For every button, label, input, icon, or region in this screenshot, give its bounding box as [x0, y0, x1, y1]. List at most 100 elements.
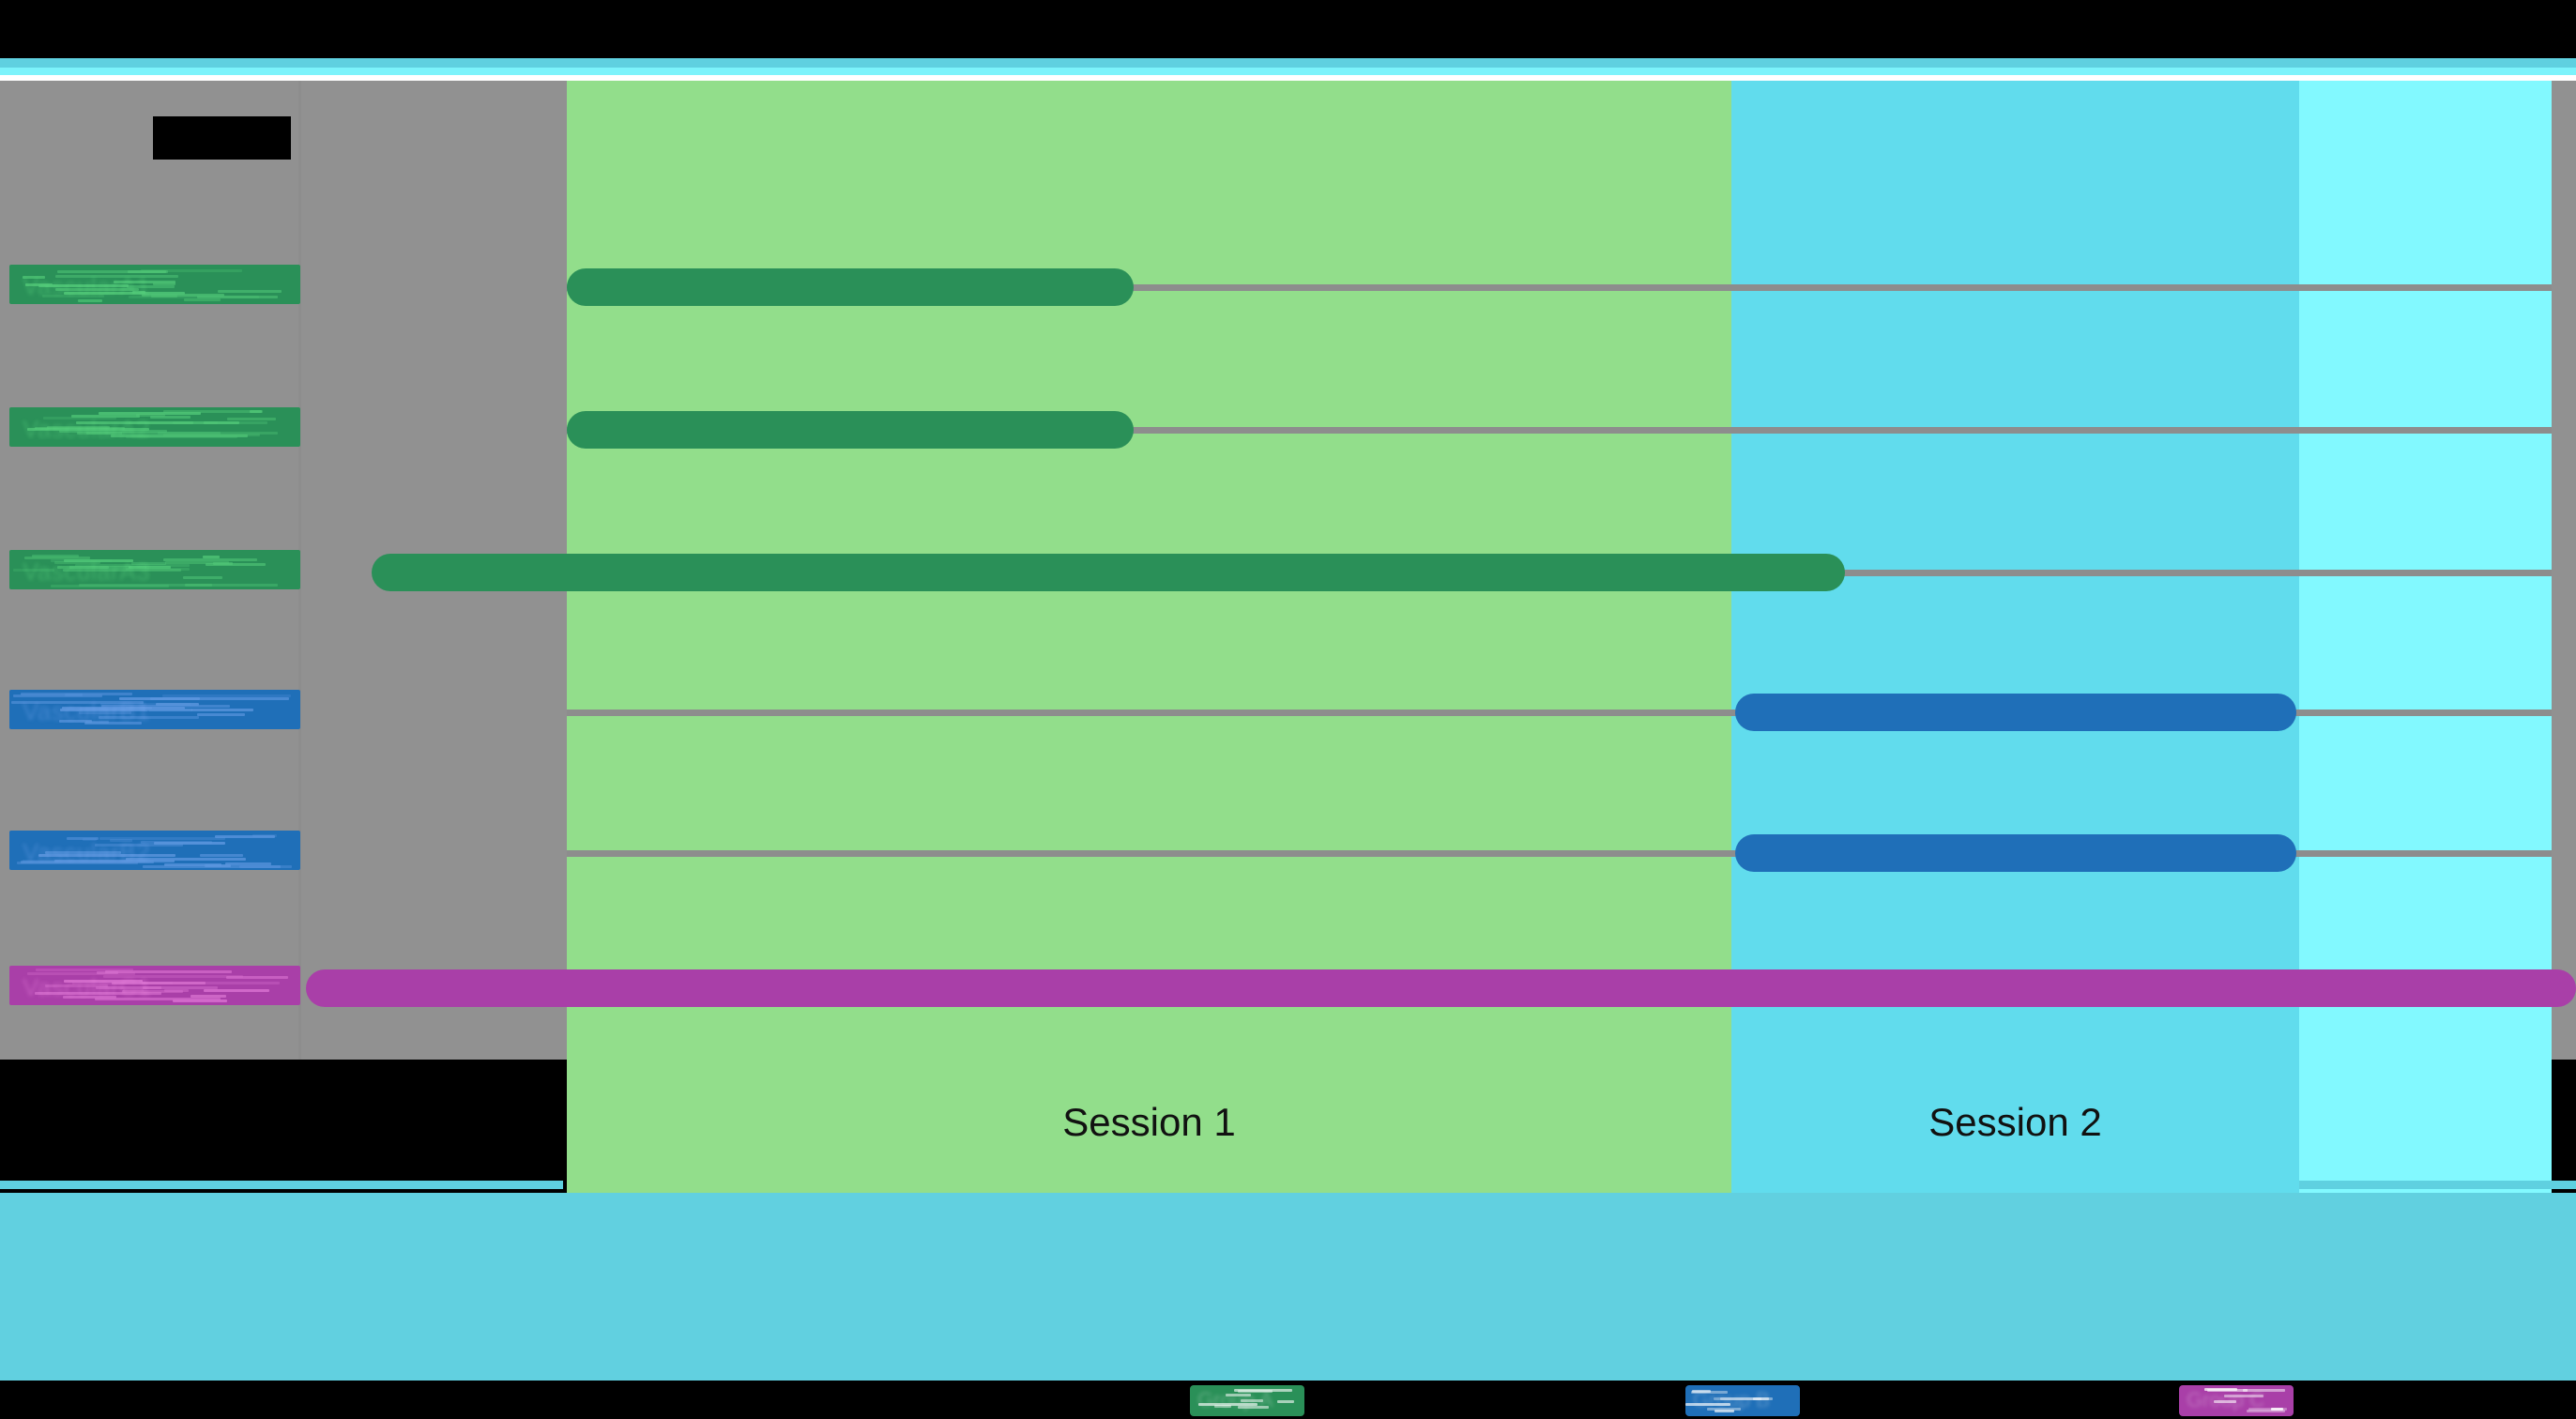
- row-label-vascularb1[interactable]: VascularB1: [9, 690, 300, 729]
- row-label-redaction: [9, 407, 300, 447]
- redaction-scribble: [127, 285, 175, 288]
- redaction-scribble: [227, 418, 276, 420]
- redaction-scribble: [164, 863, 221, 866]
- session-1-label: Session 1: [567, 1100, 1731, 1145]
- gantt-bar-vasculara3[interactable]: [372, 554, 1845, 591]
- redaction-scribble: [65, 694, 83, 696]
- redaction-scribble: [103, 975, 243, 978]
- redaction-scribble: [218, 290, 282, 293]
- row-label-redaction: [9, 690, 300, 729]
- redaction-scribble: [67, 837, 98, 840]
- footer-rail-left: [0, 1181, 563, 1189]
- chart-legend: Group A Group B Group C: [0, 1381, 2576, 1419]
- redaction-scribble: [38, 284, 130, 287]
- redaction-scribble: [55, 288, 139, 291]
- redaction-scribble: [185, 584, 278, 587]
- row-label-redaction: [9, 265, 300, 304]
- session-2-label: Session 2: [1731, 1100, 2299, 1145]
- legend-item-1[interactable]: Group A: [1190, 1385, 1304, 1416]
- session-band-1: [567, 81, 1731, 1193]
- row-label-vascularb2[interactable]: VascularB2: [9, 831, 300, 870]
- row-label-vasculara3[interactable]: VascularA3: [9, 550, 300, 589]
- redaction-scribble: [132, 291, 145, 294]
- gantt-bar-vascularb1[interactable]: [1735, 694, 2296, 731]
- redaction-scribble: [1277, 1400, 1294, 1403]
- redaction-scribble: [59, 720, 92, 723]
- redaction-scribble: [191, 709, 254, 711]
- redaction-scribble: [2243, 1389, 2285, 1392]
- redaction-scribble: [72, 982, 173, 984]
- legend-item-2[interactable]: Group B: [1685, 1385, 1800, 1416]
- redaction-scribble: [1234, 1389, 1292, 1392]
- row-label-redaction: [9, 966, 300, 1005]
- redaction-scribble: [100, 703, 191, 706]
- redaction-scribble: [2207, 1389, 2248, 1392]
- top-redaction-mask: [0, 0, 2576, 58]
- gantt-bar-vascularb2[interactable]: [1735, 834, 2296, 872]
- legend-swatch-1: Group A: [1190, 1385, 1304, 1416]
- redaction-scribble: [2224, 1395, 2264, 1397]
- gantt-bar-vasculara2[interactable]: [567, 411, 1134, 449]
- redaction-scribble: [252, 834, 277, 837]
- gantt-bar-vasculara1[interactable]: [567, 268, 1134, 306]
- row-label-vascularc1[interactable]: VascularC1: [9, 966, 300, 1005]
- redaction-scribble: [101, 705, 230, 708]
- redaction-scribble: [79, 711, 132, 714]
- redaction-scribble: [78, 299, 102, 302]
- redaction-scribble: [95, 998, 221, 1000]
- redaction-scribble: [197, 713, 246, 716]
- row-label-vasculara2[interactable]: VascularA2: [9, 407, 300, 447]
- redaction-scribble: [32, 555, 79, 557]
- redaction-scribble: [141, 269, 241, 272]
- redaction-scribble: [2248, 1408, 2287, 1411]
- redaction-scribble: [165, 561, 230, 564]
- redaction-scribble: [151, 295, 176, 298]
- redaction-scribble: [51, 585, 169, 587]
- redaction-scribble: [99, 837, 225, 840]
- redaction-scribble: [23, 276, 45, 279]
- redaction-scribble: [36, 969, 133, 971]
- redaction-scribble: [59, 430, 167, 433]
- redaction-scribble: [141, 841, 212, 844]
- redaction-scribble: [184, 298, 221, 301]
- redaction-scribble: [95, 844, 183, 847]
- redaction-scribble: [38, 854, 176, 857]
- redaction-scribble: [163, 410, 263, 413]
- redaction-scribble: [1238, 1406, 1269, 1409]
- top-rail-cyan: [0, 58, 2576, 68]
- top-rail-bright-cyan: [0, 68, 2576, 75]
- legend-item-3[interactable]: Group C: [2179, 1385, 2294, 1416]
- redaction-scribble: [200, 854, 243, 857]
- redaction-scribble: [150, 416, 191, 419]
- plot-right-margin: [2552, 81, 2576, 1060]
- redaction-scribble: [99, 716, 199, 719]
- redaction-scribble: [122, 990, 183, 993]
- redaction-scribble: [126, 858, 246, 861]
- row-label-vasculara1[interactable]: VascularA1: [9, 265, 300, 304]
- redaction-scribble: [1226, 1394, 1250, 1396]
- redaction-scribble: [1241, 1399, 1262, 1402]
- legend-swatch-2: Group B: [1685, 1385, 1800, 1416]
- redaction-scribble: [129, 421, 267, 424]
- redaction-scribble: [1753, 1397, 1769, 1400]
- redaction-scribble: [43, 417, 116, 420]
- redaction-scribble: [97, 971, 118, 974]
- redaction-scribble: [54, 561, 100, 564]
- row-label-redaction: [9, 550, 300, 589]
- redaction-scribble: [1214, 1405, 1231, 1408]
- session-band-3: [2299, 81, 2552, 1193]
- redaction-scribble: [131, 562, 167, 565]
- redaction-scribble: [45, 984, 108, 987]
- redaction-scribble: [1685, 1403, 1730, 1406]
- redaction-scribble: [45, 851, 122, 854]
- page-title-redaction: [153, 116, 291, 160]
- redaction-scribble: [119, 697, 200, 700]
- redaction-scribble: [2214, 1400, 2236, 1403]
- session-band-2: [1731, 81, 2299, 1193]
- redaction-scribble: [1692, 1390, 1711, 1393]
- redaction-scribble: [111, 435, 249, 437]
- footer-rail-right: [2299, 1181, 2576, 1189]
- gantt-bar-vascularc1[interactable]: [306, 969, 2576, 1007]
- redaction-scribble: [42, 295, 103, 298]
